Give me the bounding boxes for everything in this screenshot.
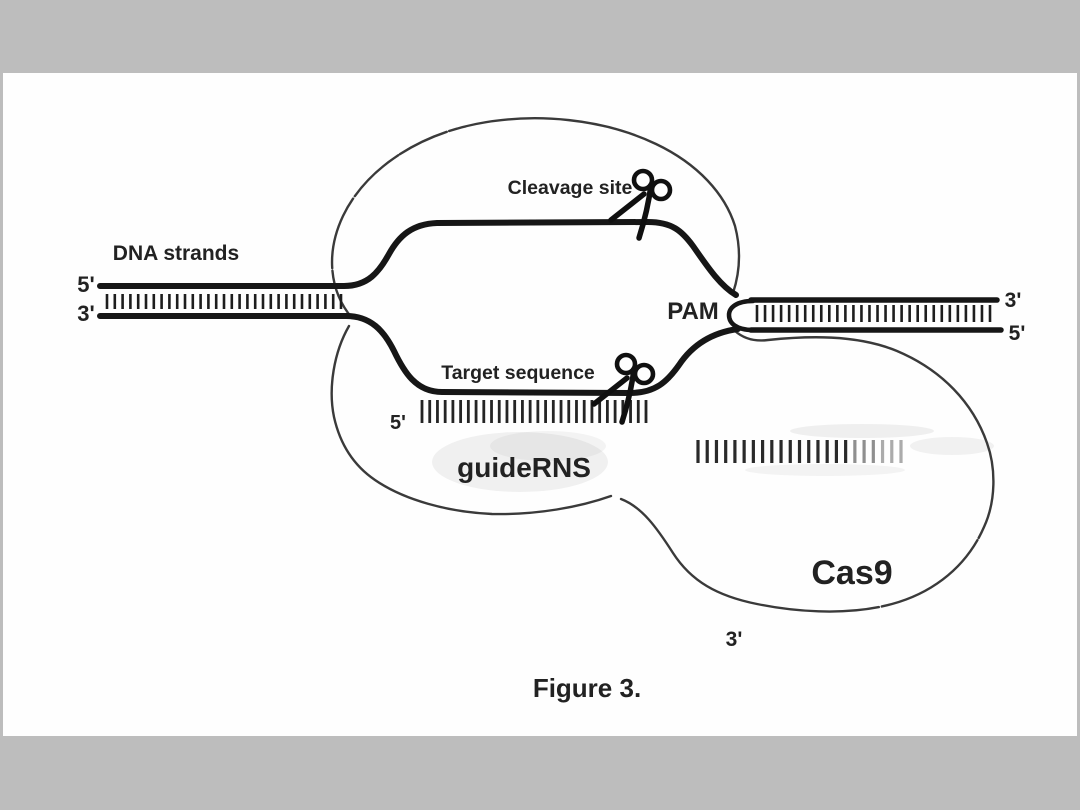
base-pair-hatch-right-duplex: [755, 305, 992, 322]
cleavage-site-label: Cleavage site: [508, 177, 633, 199]
target-sequence-label: Target sequence: [441, 362, 595, 384]
target-scissors-icon: [591, 352, 656, 425]
right-bottom-end-label: 5': [1009, 322, 1026, 345]
pam-label: PAM: [667, 298, 719, 325]
guide-lobe-outline: [330, 324, 613, 516]
pam-pocket-cap: [726, 298, 756, 333]
base-pair-hatch-left-duplex: [105, 294, 343, 309]
cas9-label: Cas9: [811, 554, 892, 592]
scan-smudges: [432, 424, 994, 492]
left-top-end-label: 5': [77, 272, 94, 297]
top-dna-strand: [97, 219, 739, 298]
guide-five-prime-label: 5': [390, 412, 406, 434]
cas9-lobe-outline: [619, 329, 995, 613]
cas9-guide-tail-hatch: [696, 440, 903, 463]
upper-lobe-outline: [330, 117, 741, 320]
guide-three-prime-label: 3': [726, 628, 743, 651]
cleavage-scissors-icon: [608, 168, 673, 241]
complex-outline: [330, 117, 995, 613]
guide-rna-label: guideRNS: [457, 452, 591, 483]
dna-strand-paths: [97, 219, 1004, 396]
figure-caption: Figure 3.: [533, 673, 641, 703]
right-top-end-label: 3': [1005, 289, 1022, 312]
bottom-dna-strand: [97, 313, 741, 396]
dna-strands-label: DNA strands: [113, 242, 239, 265]
guide-rna-hatch: [420, 400, 648, 423]
left-bottom-end-label: 3': [77, 301, 94, 326]
figure-canvas: [3, 73, 1077, 736]
